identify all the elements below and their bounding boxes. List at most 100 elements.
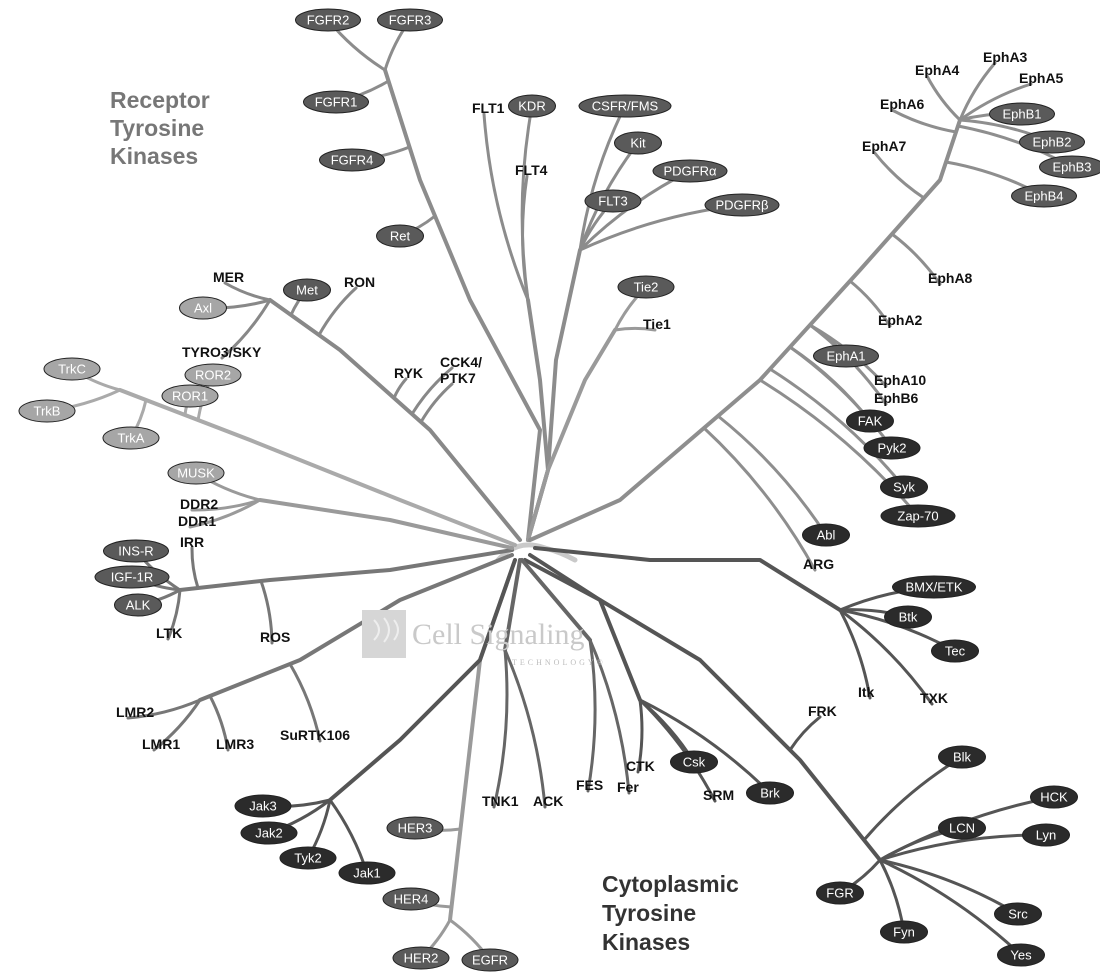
kinase-label: Yes [1010,948,1032,963]
kinase-label: FLT3 [598,194,627,209]
kinase-label: HCK [1040,790,1068,805]
kinase-pill [584,189,642,213]
kinase-label: HER2 [404,951,439,966]
kinase-pill [161,384,219,408]
branch-ctk [636,698,644,774]
kinase-label: EphA5 [1019,70,1064,86]
kinase-label: TrkA [118,431,145,446]
kinase-yes: Yes [997,943,1045,967]
kinase-label: Blk [953,750,972,765]
kinase-label: ROR2 [195,368,231,383]
kinase-label: TrkC [58,362,86,377]
branch-fer [588,638,631,795]
kinase-label: BMX/ETK [905,580,962,595]
kinase-label: IRR [180,534,204,550]
kinase-pill [1039,155,1100,179]
kinase-pdgfr: PDGFRβ [704,193,780,217]
kinase-pill [670,750,718,774]
kinase-ctk: CTK [626,758,655,774]
branch-epha5 [958,82,1033,122]
kinase-pill [816,881,864,905]
kinase-label: TNK1 [482,793,519,809]
kinase-src: Src [994,902,1042,926]
branch-flt1 [482,112,530,302]
kinase-pill [94,565,170,589]
kinase-epha10: EphA10 [874,372,926,388]
cytoplasmic-title-line2: Tyrosine [602,900,696,926]
branch-irr [190,546,200,590]
watermark-subtitle: TECHNOLOGY® [512,658,606,667]
kinase-pill [18,399,76,423]
kinase-pill [617,275,675,299]
kinase-label: DDR1 [178,513,216,529]
kinase-label: Brk [760,786,780,801]
kinase-label: EphA10 [874,372,926,388]
branch-lmr2 [126,698,202,720]
kinase-blk: Blk [938,745,986,769]
kinase-fgfr2: FGFR2 [295,8,361,32]
branch-txk [838,608,934,706]
kinase-label: Itk [858,684,875,700]
kinase-label: Jak1 [353,866,380,881]
watermark-logo-icon [362,610,406,658]
kinase-ror1: ROR1 [161,384,219,408]
kinase-pill [880,920,928,944]
kinase-label: LMR2 [116,704,154,720]
kinase-label: EphA7 [862,138,907,154]
kinase-pill [1030,785,1078,809]
kinase-label: EphB6 [874,390,919,406]
branch-epha2 [848,279,892,328]
kinase-label: Tie1 [643,316,671,332]
kinase-ddr1: DDR1 [178,513,216,529]
kinase-label: FLT4 [515,162,548,178]
kinase-label: EphB2 [1032,135,1071,150]
kinase-label: Axl [194,301,212,316]
kinase-lmr3: LMR3 [216,736,254,752]
kinase-igf-1r: IGF-1R [94,565,170,589]
kinase-label: EphB4 [1024,189,1063,204]
kinase-label: ARG [803,556,834,572]
trunk-ddr [258,498,514,550]
kinase-trkc: TrkC [43,357,101,381]
kinase-label: SuRTK106 [280,727,350,743]
kinase-trka: TrkA [102,426,160,450]
kinase-pill [938,816,986,840]
trunk-pdgf [526,248,582,542]
kinase-tie2: Tie2 [617,275,675,299]
kinase-pill [802,523,850,547]
kinase-label: FGFR2 [307,13,350,28]
kinase-pill [392,946,450,970]
kinase-label: EphA2 [878,312,923,328]
branch-arg [702,426,817,572]
branch-lmr3 [208,694,230,752]
kinase-label: EphA4 [915,62,960,78]
kinase-pill [652,159,728,183]
receptor-title-line3: Kinases [110,143,198,169]
kinase-epha1: EphA1 [813,344,879,368]
kinase-fak: FAK [846,409,894,433]
kinase-kdr: KDR [508,94,556,118]
trunk-ins [178,548,514,592]
kinase-ror2: ROR2 [184,363,242,387]
kinase-epha6: EphA6 [880,96,925,112]
kinase-pill [234,794,292,818]
kinase-label: Fer [617,779,639,795]
kinase-pyk2: Pyk2 [863,436,921,460]
branch-pyk2 [788,345,894,450]
kinase-pill [614,131,662,155]
kinase-ephb4: EphB4 [1011,184,1077,208]
kinase-label: FGR [826,886,853,901]
kinase-pill [1011,184,1077,208]
kinase-her2: HER2 [392,946,450,970]
kinase-ros: ROS [260,629,290,645]
branch-epha8 [890,232,942,286]
kinase-label: Jak2 [255,826,282,841]
trunk-tec [533,546,842,612]
kinase-ephb1: EphB1 [989,102,1055,126]
kinase-pill [179,296,227,320]
kinase-label: FRK [808,703,837,719]
kinase-bmx-etk: BMX/ETK [892,575,976,599]
kinase-tyro3-sky: TYRO3/SKY [182,344,262,360]
kinase-fgr: FGR [816,881,864,905]
branch-csfr-fms [578,104,627,252]
